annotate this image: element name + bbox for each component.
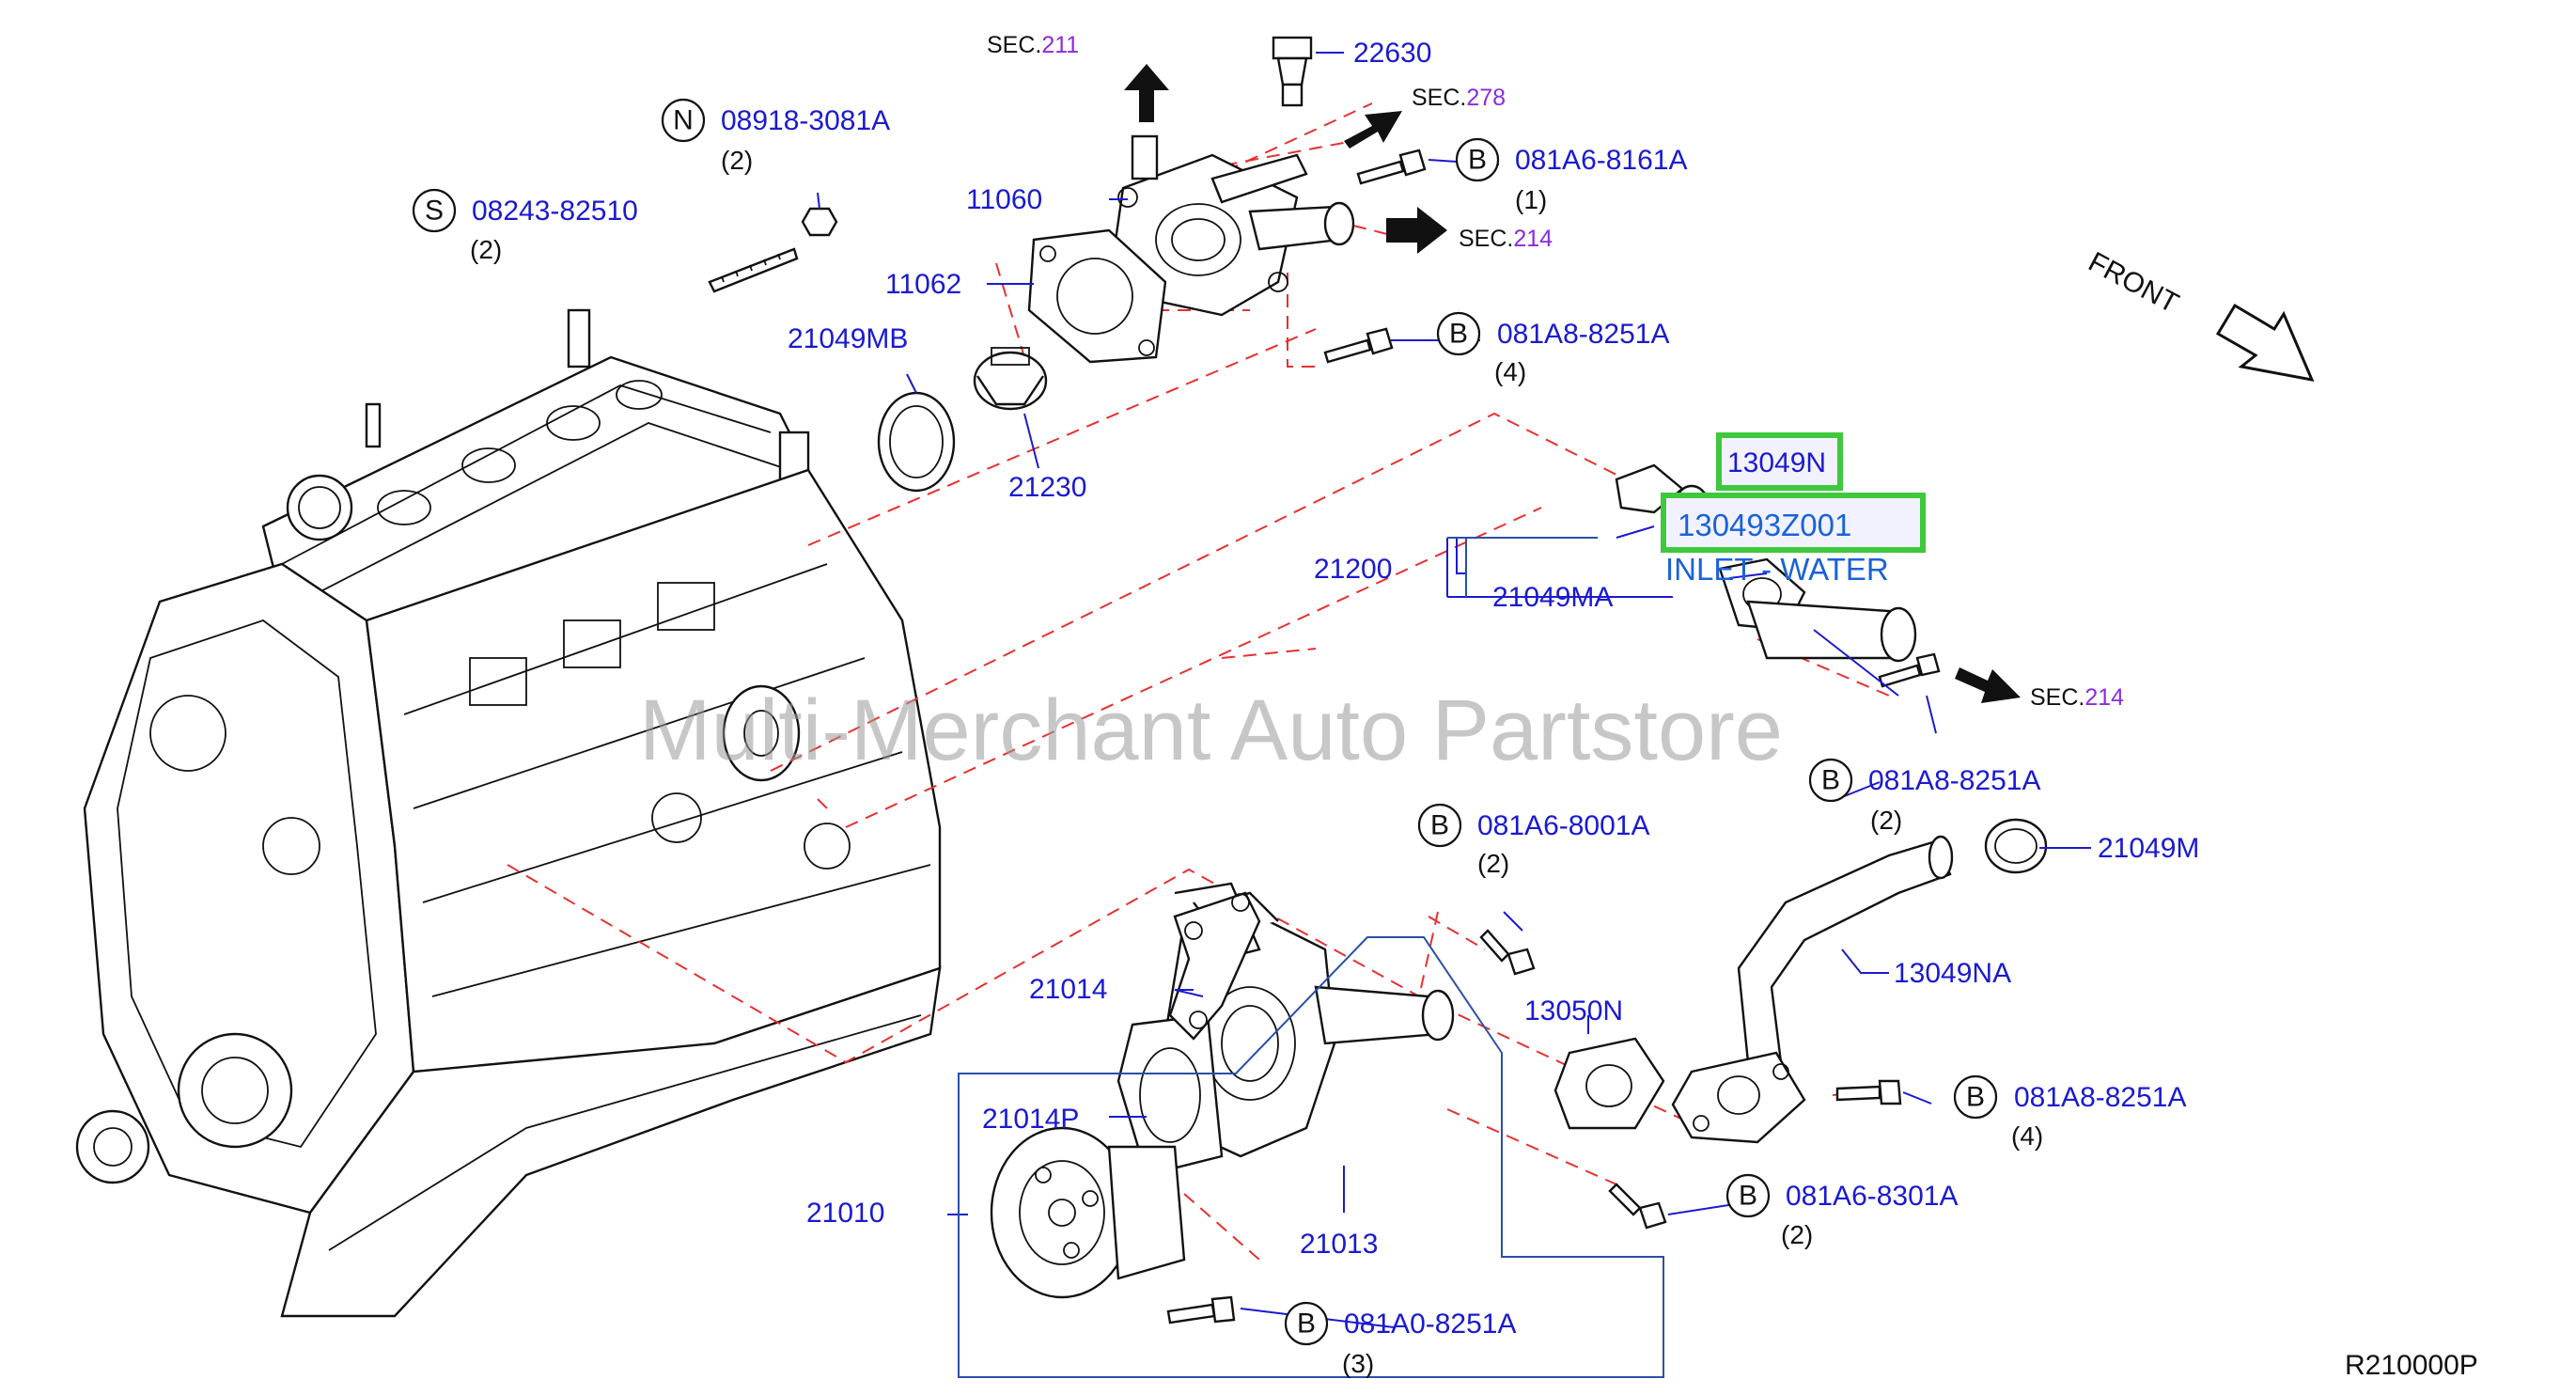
figure-code: R210000P bbox=[2345, 1350, 2478, 1381]
svg-text:B: B bbox=[1966, 1082, 1985, 1113]
svg-text:S: S bbox=[425, 196, 444, 227]
part-label-13049NA[interactable]: 13049NA bbox=[1894, 958, 2011, 989]
part-label-21230[interactable]: 21230 bbox=[1008, 472, 1086, 503]
part-label-21014P[interactable]: 21014P bbox=[982, 1104, 1079, 1135]
fastener-letter-badge bbox=[1284, 1301, 1329, 1346]
fastener-label-081A0-8251A[interactable]: 081A0-8251A bbox=[1344, 1309, 1517, 1340]
svg-text:B: B bbox=[1739, 1181, 1757, 1212]
part-label-21200[interactable]: 21200 bbox=[1314, 554, 1392, 585]
fastener-letter-badge bbox=[412, 188, 457, 233]
arrow-sec-211 bbox=[1124, 64, 1169, 122]
group-frames bbox=[958, 537, 1664, 1378]
fastener-label-081A6-8301A[interactable]: 081A6-8301A bbox=[1786, 1181, 1959, 1212]
thermostat-housing-illustration bbox=[708, 36, 1427, 493]
part-label-13050N[interactable]: 13050N bbox=[1524, 995, 1623, 1027]
svg-text:B: B bbox=[1297, 1309, 1316, 1340]
part-label-130493Z001[interactable]: 130493Z001 bbox=[1678, 508, 1851, 542]
section-ref-278[interactable]: SEC.278 bbox=[1412, 85, 1506, 111]
highlight-box-13049N bbox=[1716, 432, 1843, 491]
fastener-qty: (2) bbox=[1477, 849, 1509, 878]
part-label-21014[interactable]: 21014 bbox=[1029, 974, 1107, 1005]
arrow-sec-214-right bbox=[1955, 667, 2021, 703]
part-label-13049N[interactable]: 13049N bbox=[1727, 447, 1826, 478]
fastener-label-081A6-8161A[interactable]: 081A6-8161A bbox=[1515, 145, 1688, 176]
section-ref-211[interactable]: SEC.211 bbox=[987, 32, 1079, 58]
highlight-box-130493Z001 bbox=[1661, 493, 1926, 553]
fastener-qty: (1) bbox=[1515, 185, 1547, 214]
engine-block-illustration bbox=[75, 308, 942, 1318]
water-pump-illustration bbox=[990, 882, 1455, 1324]
section-references: SEC.211 SEC.278 SEC.214 SEC.214 bbox=[987, 32, 2124, 711]
fastener-letter-badge bbox=[1436, 311, 1481, 356]
part-label-11060[interactable]: 11060 bbox=[966, 184, 1042, 215]
fastener-qty: (2) bbox=[470, 235, 502, 264]
svg-text:B: B bbox=[1430, 810, 1449, 841]
fastener-qty: (3) bbox=[1342, 1349, 1374, 1378]
fastener-label-08243-82510[interactable]: 08243-82510 bbox=[472, 196, 638, 227]
front-arrow-icon bbox=[2215, 303, 2315, 382]
section-ref-214-top[interactable]: SEC.214 bbox=[1459, 226, 1553, 252]
arrow-sec-214-top bbox=[1386, 207, 1447, 254]
part-label-11062[interactable]: 11062 bbox=[885, 269, 961, 300]
svg-text:B: B bbox=[1821, 765, 1840, 796]
fastener-labels: N 08918-3081A (2) S 08243-82510 (2) B 08… bbox=[412, 98, 2187, 1378]
svg-text:B: B bbox=[1449, 319, 1468, 350]
inlet-water-label: INLET - WATER bbox=[1665, 552, 1889, 587]
fastener-letter-badge bbox=[1953, 1074, 1998, 1120]
fastener-qty: (2) bbox=[1870, 806, 1902, 835]
fastener-qty: (2) bbox=[721, 146, 753, 175]
water-pipe-illustration bbox=[1479, 818, 2048, 1230]
part-label-21049MB[interactable]: 21049MB bbox=[788, 323, 908, 354]
fastener-label-081A6-8001A[interactable]: 081A6-8001A bbox=[1477, 810, 1650, 841]
part-label-21049M[interactable]: 21049M bbox=[2098, 833, 2199, 864]
water-pump-group-frame bbox=[958, 936, 1664, 1378]
arrow-sec-278 bbox=[1344, 111, 1402, 149]
fastener-qty: (4) bbox=[1494, 357, 1526, 386]
direction-arrows bbox=[1124, 64, 2315, 703]
water-outlet-group-frame bbox=[1447, 537, 1598, 597]
watermark-text: Multi-Merchant Auto Partstore bbox=[639, 682, 1783, 778]
front-direction-label: FRONT bbox=[2084, 246, 2184, 320]
svg-text:N: N bbox=[673, 105, 694, 136]
fastener-letter-badge bbox=[1808, 758, 1853, 803]
fastener-letter-badge bbox=[661, 98, 706, 143]
part-label-21010[interactable]: 21010 bbox=[806, 1198, 884, 1229]
part-labels: 22630 11060 11062 21049MB 21230 21200 21… bbox=[788, 38, 2199, 1260]
fastener-qty: (2) bbox=[1781, 1220, 1813, 1249]
fastener-label-081A8-8251A[interactable]: 081A8-8251A bbox=[1497, 319, 1670, 350]
fastener-letter-badge bbox=[1417, 803, 1462, 848]
fastener-letter-badge bbox=[1455, 137, 1500, 182]
section-ref-214-right[interactable]: SEC.214 bbox=[2030, 684, 2124, 711]
fastener-qty: (4) bbox=[2011, 1121, 2043, 1151]
part-label-22630[interactable]: 22630 bbox=[1353, 38, 1431, 69]
fastener-label-081A8-8251A[interactable]: 081A8-8251A bbox=[1868, 765, 2041, 796]
fastener-label-081A8-8251A[interactable]: 081A8-8251A bbox=[2014, 1082, 2187, 1113]
fastener-label-08918-3081A[interactable]: 08918-3081A bbox=[721, 105, 890, 136]
part-label-21049MA[interactable]: 21049MA bbox=[1492, 582, 1613, 613]
fastener-letter-badge bbox=[1725, 1173, 1771, 1218]
part-label-21013[interactable]: 21013 bbox=[1300, 1229, 1378, 1260]
svg-text:B: B bbox=[1468, 145, 1487, 176]
